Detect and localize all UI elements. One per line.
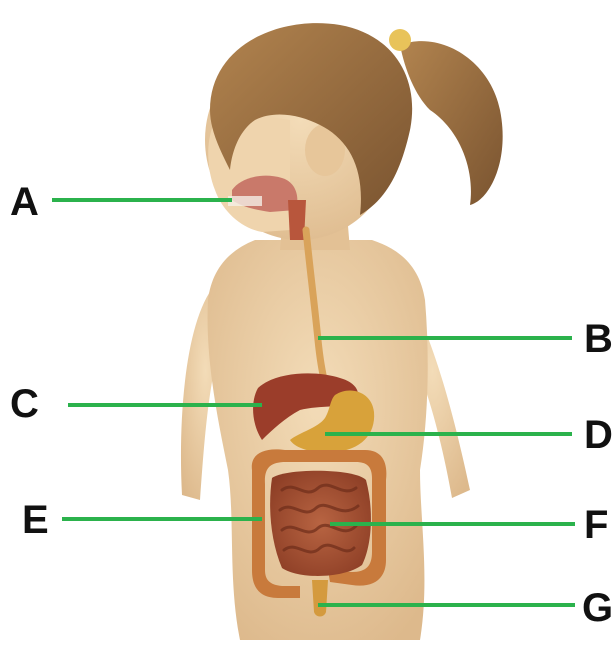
label-d: D bbox=[584, 413, 613, 457]
label-c: C bbox=[10, 382, 39, 426]
label-a: A bbox=[10, 180, 39, 224]
hair-tie bbox=[389, 29, 411, 51]
label-g: G bbox=[582, 586, 613, 630]
ponytail bbox=[400, 41, 503, 205]
label-b: B bbox=[584, 317, 613, 361]
teeth bbox=[228, 196, 262, 206]
label-e: E bbox=[22, 498, 49, 542]
label-f: F bbox=[584, 503, 608, 547]
rectum bbox=[312, 580, 328, 617]
